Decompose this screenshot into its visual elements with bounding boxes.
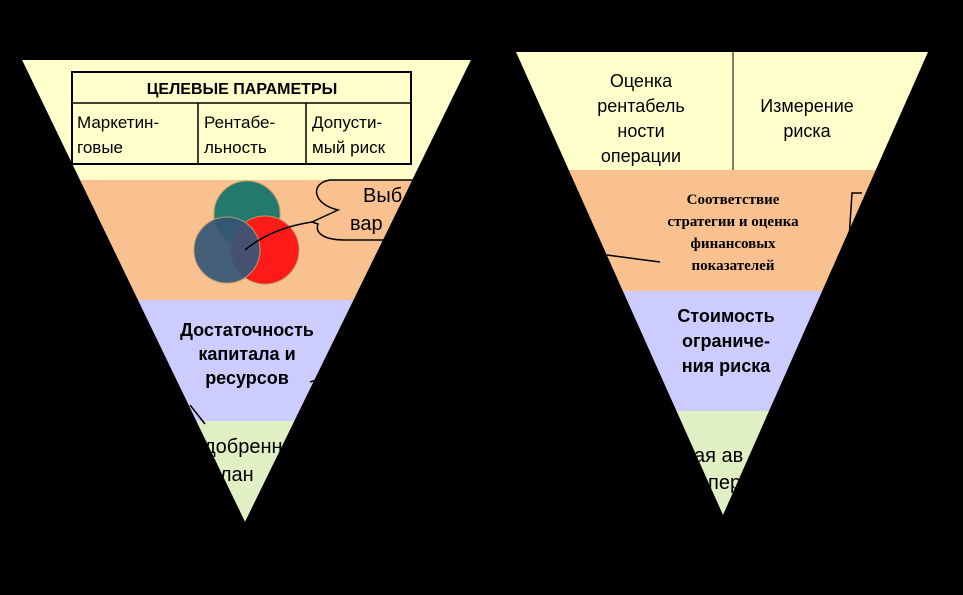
strategy-line-2: стратегии и оценка: [667, 214, 799, 230]
risk-measure-line-2: риска: [783, 121, 831, 141]
profit-eval-line-4: операции: [601, 146, 681, 166]
circle-blue: [193, 216, 261, 284]
targets-table: ЦЕЛЕВЫЕ ПАРАМЕТРЫ Маркетин- говые Рентаб…: [71, 71, 412, 165]
cost-line-1: Стоимость: [677, 306, 774, 326]
right-top-band: [516, 52, 928, 170]
strategy-line-1: Соответствие: [687, 192, 780, 208]
left-top-band: [22, 60, 471, 180]
cost-line-3: ния риска: [682, 356, 772, 376]
strategy-line-4: показателей: [692, 258, 775, 274]
capital-line-1: Достаточность: [180, 320, 314, 340]
profit-eval-line-1: Оценка: [610, 71, 673, 91]
column-marketing-1: Маркетин-: [77, 113, 159, 132]
right-bottom-line-2: пер: [708, 472, 741, 494]
column-risk-2: мый риск: [312, 138, 386, 157]
column-marketing-2: говые: [77, 138, 123, 157]
profit-eval-line-3: ности: [617, 121, 664, 141]
left-bottom-line-1: добренн: [204, 436, 283, 458]
left-mask-left: [0, 60, 245, 595]
column-risk-1: Допусти-: [312, 113, 382, 132]
capital-line-3: ресурсов: [205, 368, 289, 388]
venn-circles: [193, 180, 313, 285]
profit-eval-line-2: рентабель: [597, 96, 684, 116]
cost-line-2: ограниче-: [682, 331, 770, 351]
column-profitability-2: льность: [204, 138, 267, 157]
capital-line-2: капитала и: [198, 344, 295, 364]
callout-line-1: Выб: [363, 185, 402, 207]
risk-measure-line-1: Измерение: [760, 96, 854, 116]
callout-line-2: вар: [350, 213, 383, 235]
strategy-line-3: финансовых: [691, 236, 776, 252]
targets-table-header: ЦЕЛЕВЫЕ ПАРАМЕТРЫ: [147, 81, 338, 98]
column-profitability-1: Рентабе-: [204, 113, 275, 132]
